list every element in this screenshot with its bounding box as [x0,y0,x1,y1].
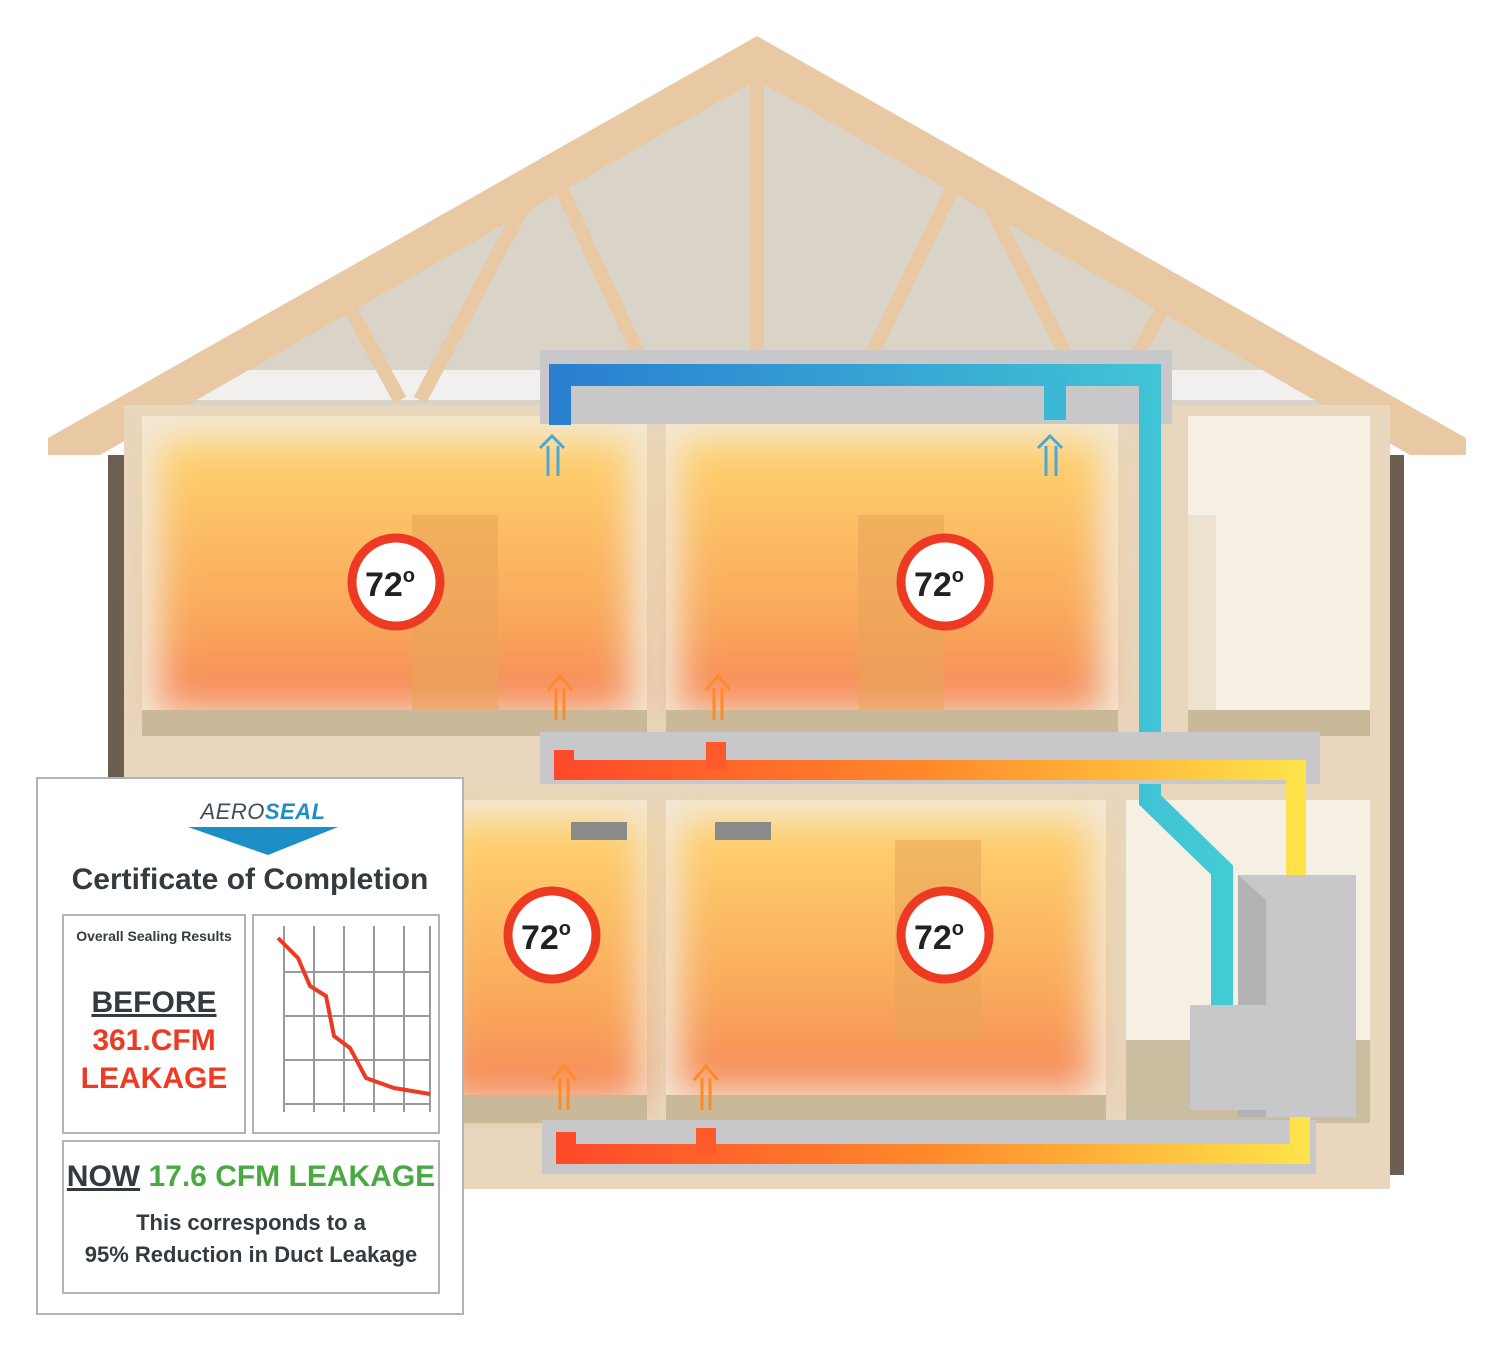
furnace [1190,875,1356,1117]
leakage-curve [276,936,431,1096]
thermostat-value: 72 [521,919,559,957]
siding-right [1388,455,1404,1175]
room-upper-middle [666,416,1118,736]
room-lower-middle [666,800,1106,1123]
now-box: NOW 17.6 CFM LEAKAGE This corresponds to… [62,1140,440,1294]
before-suffix: LEAKAGE [80,1062,228,1095]
thermostat-value: 72 [365,566,403,604]
before-value: 361.CFM [92,1024,216,1057]
now-label: NOW [66,1160,141,1193]
logo-part1: AERO [200,799,265,824]
results-box: Overall Sealing Results BEFORE 361.CFM L… [62,914,246,1134]
now-line: NOW 17.6 CFM LEAKAGE [64,1160,438,1194]
results-label: Overall Sealing Results [76,928,232,944]
room-upper-right [1188,416,1370,736]
leakage-graph-svg [276,926,431,1112]
certificate-card: AEROSEAL Certificate of Completion Overa… [36,777,464,1315]
thermostat-value: 72 [914,566,952,604]
desc-line2: 95% Reduction in Duct Leakage [84,1242,418,1267]
svg-text:72o: 72o [914,565,964,604]
desc-line1: This corresponds to a [136,1210,366,1235]
certificate-title: Certificate of Completion [71,863,429,896]
thermostat-unit: o [952,918,964,940]
thermostat-lower-left: 72o [503,886,601,984]
wall-vent [571,822,771,840]
supply-duct-lower [542,1110,1316,1174]
aeroseal-logo: AEROSEAL [188,799,338,859]
thermostat-unit: o [952,565,964,587]
logo-swoosh-icon [188,827,338,855]
before-label: BEFORE [91,986,217,1019]
svg-text:72o: 72o [521,918,571,957]
thermostat-value: 72 [914,919,952,957]
logo-text: AEROSEAL [188,799,338,825]
logo-part2: SEAL [264,799,326,824]
thermostat-unit: o [559,918,571,940]
cool-arrows [538,433,1064,476]
heat-arrows [546,673,732,1110]
svg-text:72o: 72o [365,565,415,604]
leakage-graph [252,914,440,1134]
thermostat-upper-middle: 72o [896,533,994,631]
thermostat-upper-left: 72o [347,533,445,631]
supply-duct-upper [540,732,1320,880]
now-value: 17.6 CFM LEAKAGE [148,1160,436,1193]
thermostat-unit: o [403,565,415,587]
thermostat-lower-middle: 72o [896,886,994,984]
svg-text:72o: 72o [914,918,964,957]
